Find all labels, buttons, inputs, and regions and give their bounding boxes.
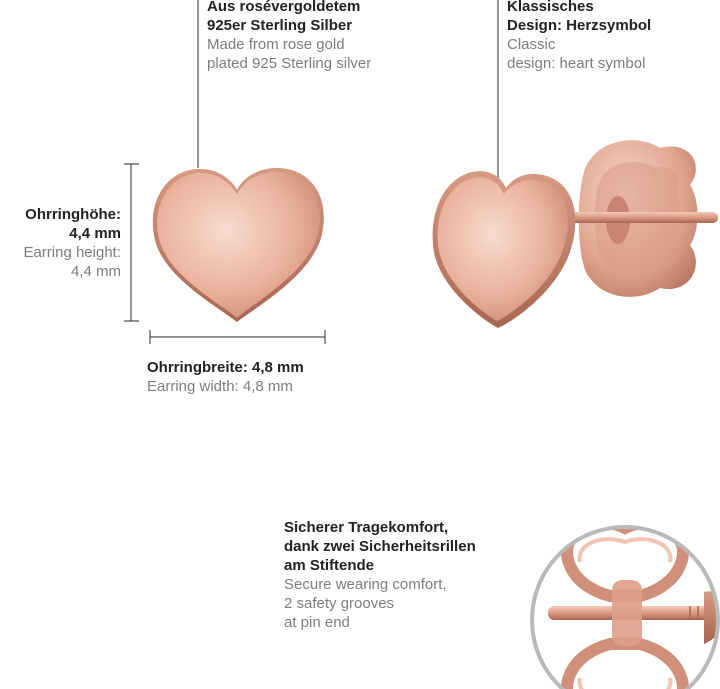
- height-callout: Ohrringhöhe: 4,4 mm Earring height: 4,4 …: [0, 205, 121, 281]
- height-dimension-line: [124, 163, 139, 322]
- heart-earring-front: [152, 167, 324, 322]
- material-de-line2: 925er Sterling Silber: [207, 17, 353, 34]
- design-en-line1: Classic: [507, 36, 556, 53]
- material-en-line1: Made from rose gold: [207, 36, 345, 53]
- material-de-line1: Aus rosévergoldetem: [207, 0, 361, 15]
- comfort-en-line3: at pin end: [284, 614, 350, 631]
- design-de-line2: Design: Herzsymbol: [507, 17, 652, 34]
- comfort-en-line1: Secure wearing comfort,: [284, 576, 447, 593]
- width-de-line1: Ohrringbreite: 4,8 mm: [147, 359, 304, 376]
- width-en-line1: Earring width: 4,8 mm: [147, 378, 293, 395]
- comfort-de-line1: Sicherer Tragekomfort,: [284, 519, 449, 536]
- height-en-line1: Earring height:: [23, 244, 121, 261]
- height-de-line2: 4,4 mm: [69, 225, 121, 242]
- comfort-de-line2: dank zwei Sicherheitsrillen: [284, 538, 476, 555]
- design-de-line1: Klassisches: [507, 0, 594, 15]
- material-en-line2: plated 925 Sterling silver: [207, 55, 372, 72]
- material-callout: Aus rosévergoldetem 925er Sterling Silbe…: [207, 0, 437, 73]
- safety-grooves-detail-circle: [530, 525, 720, 689]
- heart-earring-side: [432, 140, 718, 328]
- comfort-de-line3: am Stiftende: [284, 557, 375, 574]
- comfort-en-line2: 2 safety grooves: [284, 595, 395, 612]
- width-callout: Ohrringbreite: 4,8 mm Earring width: 4,8…: [147, 358, 367, 396]
- width-dimension-line: [149, 330, 326, 344]
- design-en-line2: design: heart symbol: [507, 55, 646, 72]
- design-callout: Klassisches Design: Herzsymbol Classic d…: [507, 0, 707, 73]
- height-de-line1: Ohrringhöhe:: [25, 206, 121, 223]
- height-en-line2: 4,4 mm: [70, 263, 121, 280]
- comfort-callout: Sicherer Tragekomfort, dank zwei Sicherh…: [284, 518, 524, 632]
